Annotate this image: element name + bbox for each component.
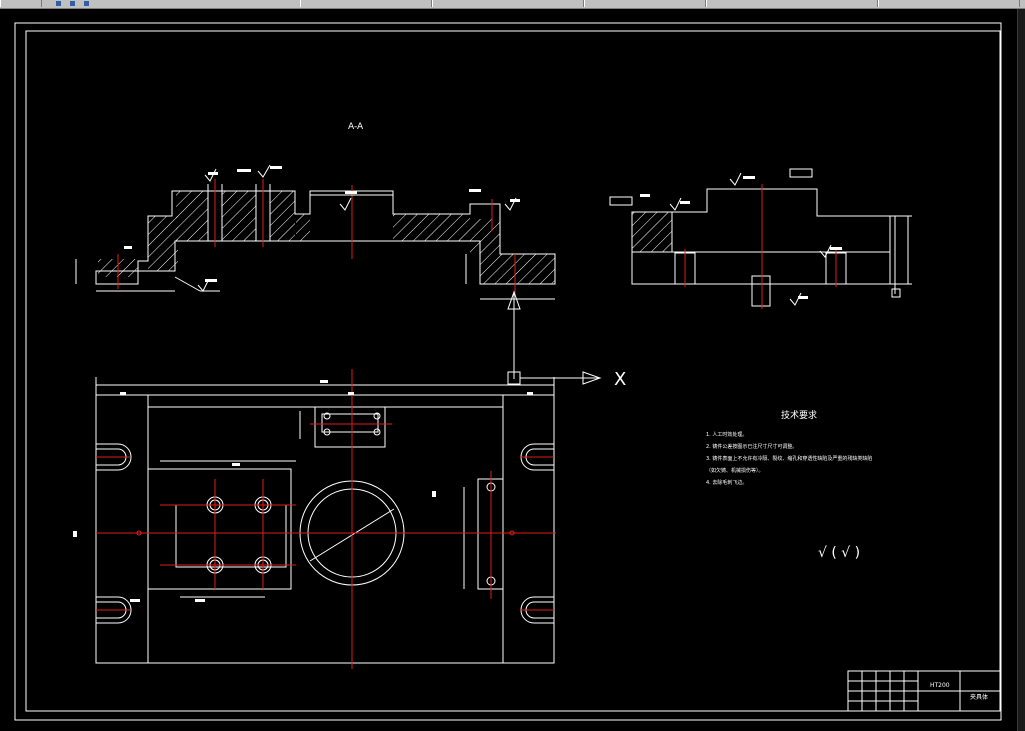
toolbar-strip bbox=[0, 0, 1025, 9]
tech-item: （如欠铸、机械损伤等）。 bbox=[706, 467, 764, 474]
cad-drawing: A-A bbox=[14, 22, 1002, 721]
part-name-label: 夹具体 bbox=[970, 693, 988, 701]
material-label: HT200 bbox=[930, 682, 950, 689]
tech-item: 1. 人工时效处理。 bbox=[706, 431, 747, 438]
drawing-canvas[interactable]: A-A bbox=[0, 9, 1018, 731]
color-dropdown[interactable] bbox=[432, 0, 584, 7]
tech-requirements: 技术要求 1. 人工时效处理。 2. 铸件公差按图示已注尺寸尺寸可调整。 3. … bbox=[706, 409, 872, 486]
section-view bbox=[75, 164, 556, 300]
section-label: A-A bbox=[348, 122, 364, 132]
layer-dropdown[interactable] bbox=[300, 0, 432, 7]
vertical-scrollbar[interactable] bbox=[1017, 9, 1025, 731]
tech-item: 2. 铸件公差按图示已注尺寸尺寸可调整。 bbox=[706, 443, 797, 450]
tech-item: 3. 铸件表面上不允许有冷隔、裂纹、缩孔和穿透性缺陷及严重的残缺类缺陷 bbox=[706, 455, 872, 462]
plotstyle-dropdown[interactable] bbox=[878, 0, 1020, 7]
toolbar-segment[interactable] bbox=[0, 0, 42, 7]
title-block: HT200 夹具体 bbox=[847, 670, 1001, 712]
axis-x-label: X bbox=[614, 369, 626, 390]
toolbar-icon[interactable] bbox=[84, 1, 89, 6]
roughness-note: √ ( √ ) bbox=[818, 545, 860, 561]
sheet-border bbox=[25, 30, 1001, 712]
plan-view bbox=[73, 369, 556, 669]
ucs-icon: X bbox=[507, 290, 626, 390]
tech-item: 4. 去除毛刺飞边。 bbox=[706, 479, 747, 486]
sheet-frame bbox=[14, 22, 1002, 721]
side-view bbox=[609, 168, 912, 309]
lineweight-dropdown[interactable] bbox=[706, 0, 878, 7]
linetype-dropdown[interactable] bbox=[584, 0, 706, 7]
toolbar-icon[interactable] bbox=[70, 1, 75, 6]
toolbar-icon[interactable] bbox=[56, 1, 61, 6]
tech-title: 技术要求 bbox=[781, 409, 817, 421]
